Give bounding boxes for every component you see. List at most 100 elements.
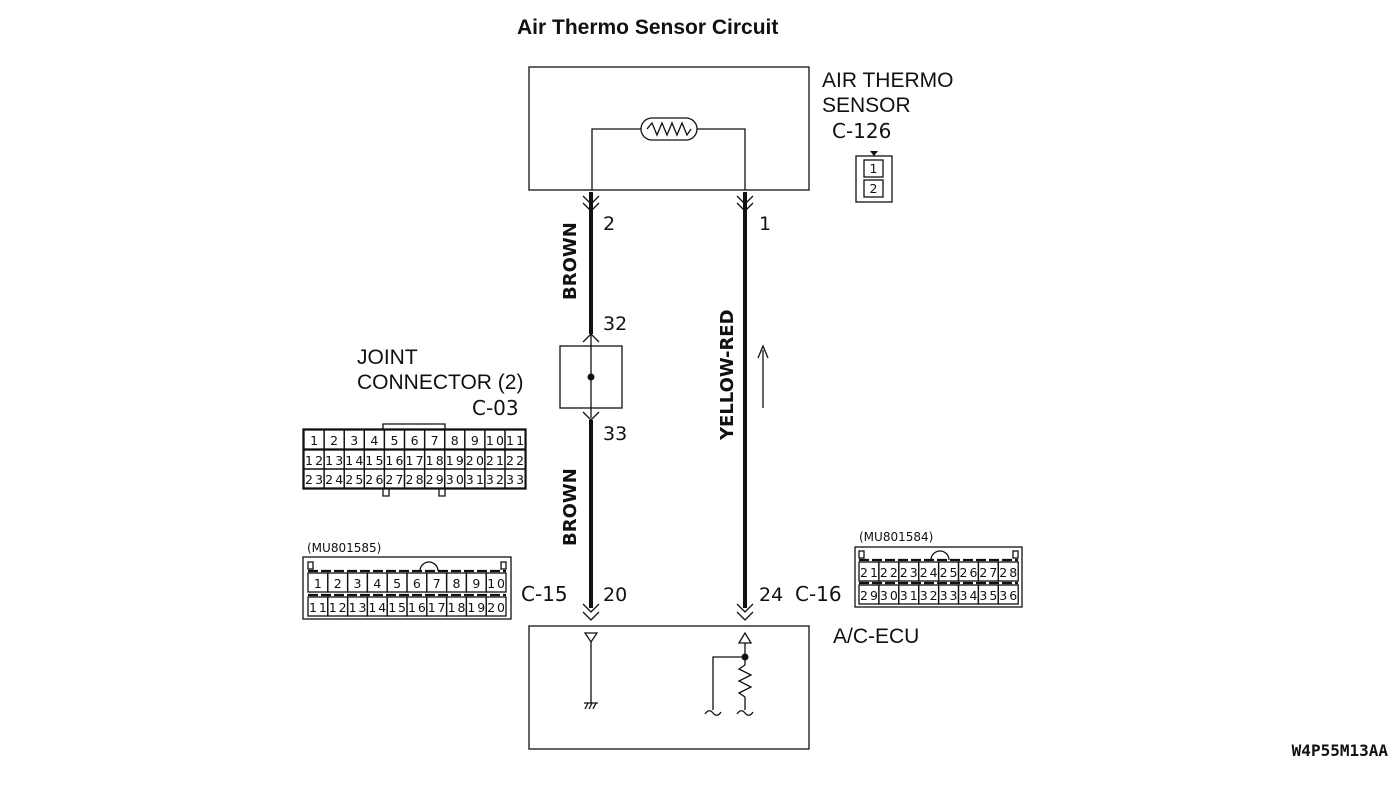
pin-label: 34 bbox=[960, 588, 978, 603]
pin-label: 12 bbox=[305, 453, 323, 468]
pin-label: 25 bbox=[345, 472, 363, 487]
pin-label: 10 bbox=[486, 433, 504, 448]
pin-label: 31 bbox=[466, 472, 484, 487]
pin-label: 4 bbox=[370, 433, 378, 448]
pin-label: 5 bbox=[390, 433, 398, 448]
input-terminal-icon bbox=[583, 632, 599, 644]
connector-key-icon bbox=[870, 151, 878, 156]
air-thermo-sensor bbox=[528, 66, 810, 191]
pin-label: 13 bbox=[325, 453, 343, 468]
pin-label: 19 bbox=[467, 600, 485, 615]
sensor-name-line2: SENSOR bbox=[822, 94, 911, 117]
ecu-branch-lead bbox=[712, 656, 745, 710]
pin-label: 21 bbox=[486, 453, 504, 468]
wire-color-label: BROWN bbox=[560, 468, 581, 546]
pin-label: 11 bbox=[309, 600, 327, 615]
pin-label: 18 bbox=[448, 600, 466, 615]
pin-label: 21 bbox=[860, 565, 878, 580]
connector-frame bbox=[854, 546, 1023, 608]
pin-label: 23 bbox=[305, 472, 323, 487]
connector-mark-icon bbox=[582, 603, 600, 621]
pin-label: 14 bbox=[368, 600, 386, 615]
ground-icon bbox=[584, 702, 598, 710]
pin-label: 32 bbox=[486, 472, 504, 487]
ecu-name: A/C-ECU bbox=[833, 625, 919, 648]
pin-label: 33 bbox=[940, 588, 958, 603]
connector-corner bbox=[500, 561, 507, 570]
connector-mark-icon bbox=[736, 603, 754, 621]
pin-label: 2 bbox=[334, 576, 342, 591]
pin-cell bbox=[997, 561, 1019, 582]
pin-number: 2 bbox=[603, 213, 615, 235]
pin-label: 4 bbox=[373, 576, 381, 591]
pin-label: 5 bbox=[393, 576, 401, 591]
pin-label: 20 bbox=[487, 600, 505, 615]
sensor-connector-icon: 1 2 bbox=[855, 151, 893, 203]
wire-left-upper bbox=[582, 192, 600, 346]
pin-label: 15 bbox=[365, 453, 383, 468]
joint-name-line1: JOINT bbox=[357, 346, 418, 369]
sensor-lead-right bbox=[697, 128, 746, 190]
break-mark-icon bbox=[704, 710, 722, 716]
joint-name-line2: CONNECTOR (2) bbox=[357, 371, 523, 394]
pin-cell bbox=[485, 572, 507, 593]
pin-label: 7 bbox=[433, 576, 441, 591]
pin-label: 7 bbox=[431, 433, 439, 448]
thermistor-zigzag-icon bbox=[646, 121, 692, 137]
ecu-box bbox=[528, 625, 810, 750]
sensor-box bbox=[528, 66, 810, 191]
pin-label: 3 bbox=[354, 576, 362, 591]
pin-label: 22 bbox=[506, 453, 524, 468]
pin-label: 31 bbox=[900, 588, 918, 603]
pin-number: 24 bbox=[759, 584, 783, 606]
ac-ecu bbox=[528, 625, 810, 750]
joint-connector-id: C-03 bbox=[472, 396, 519, 420]
pin-label: 35 bbox=[979, 588, 997, 603]
pin-cell bbox=[504, 429, 526, 450]
sensor-lead-left bbox=[591, 128, 641, 190]
pin-label: 14 bbox=[345, 453, 363, 468]
connector-latch bbox=[419, 561, 439, 572]
part-number: (MU801585) bbox=[307, 541, 381, 555]
part-number: (MU801584) bbox=[859, 530, 933, 544]
pin-label: 23 bbox=[900, 565, 918, 580]
ecu-right-connector-id: C-16 bbox=[795, 582, 842, 606]
pin-label: 6 bbox=[413, 576, 421, 591]
pin-label: 27 bbox=[979, 565, 997, 580]
pin-label: 27 bbox=[385, 472, 403, 487]
connector-mark-icon bbox=[582, 195, 600, 212]
pin-label: 26 bbox=[960, 565, 978, 580]
signal-arrow-head-icon bbox=[757, 344, 769, 359]
connector-corner bbox=[858, 550, 865, 559]
pin-label: 12 bbox=[329, 600, 347, 615]
connector-housing bbox=[855, 155, 893, 203]
pin-label: 30 bbox=[446, 472, 464, 487]
thermistor-icon bbox=[640, 117, 698, 141]
pin-number: 20 bbox=[603, 584, 627, 606]
connector-latch bbox=[382, 423, 446, 429]
connector-pin-label: 1 bbox=[870, 161, 878, 176]
pin-label: 28 bbox=[406, 472, 424, 487]
pin-label: 6 bbox=[411, 433, 419, 448]
wire-color-label: YELLOW-RED bbox=[717, 309, 738, 441]
pin-label: 29 bbox=[860, 588, 878, 603]
wire-left-lower bbox=[582, 408, 600, 621]
pin-label: 26 bbox=[365, 472, 383, 487]
pin-label: 28 bbox=[999, 565, 1017, 580]
break-mark-icon bbox=[736, 710, 754, 716]
pin-cell bbox=[485, 596, 507, 617]
connector-pin-cell bbox=[863, 159, 884, 178]
joint-connector-box bbox=[559, 345, 623, 409]
pin-label: 1 bbox=[314, 576, 322, 591]
pin-label: 32 bbox=[920, 588, 938, 603]
diagram-title: Air Thermo Sensor Circuit bbox=[517, 16, 778, 39]
pin-label: 24 bbox=[920, 565, 938, 580]
pin-label: 20 bbox=[466, 453, 484, 468]
ecu-left-connector-id: C-15 bbox=[521, 582, 568, 606]
pin-label: 9 bbox=[471, 433, 479, 448]
sensor-connector-id: C-126 bbox=[832, 119, 891, 143]
